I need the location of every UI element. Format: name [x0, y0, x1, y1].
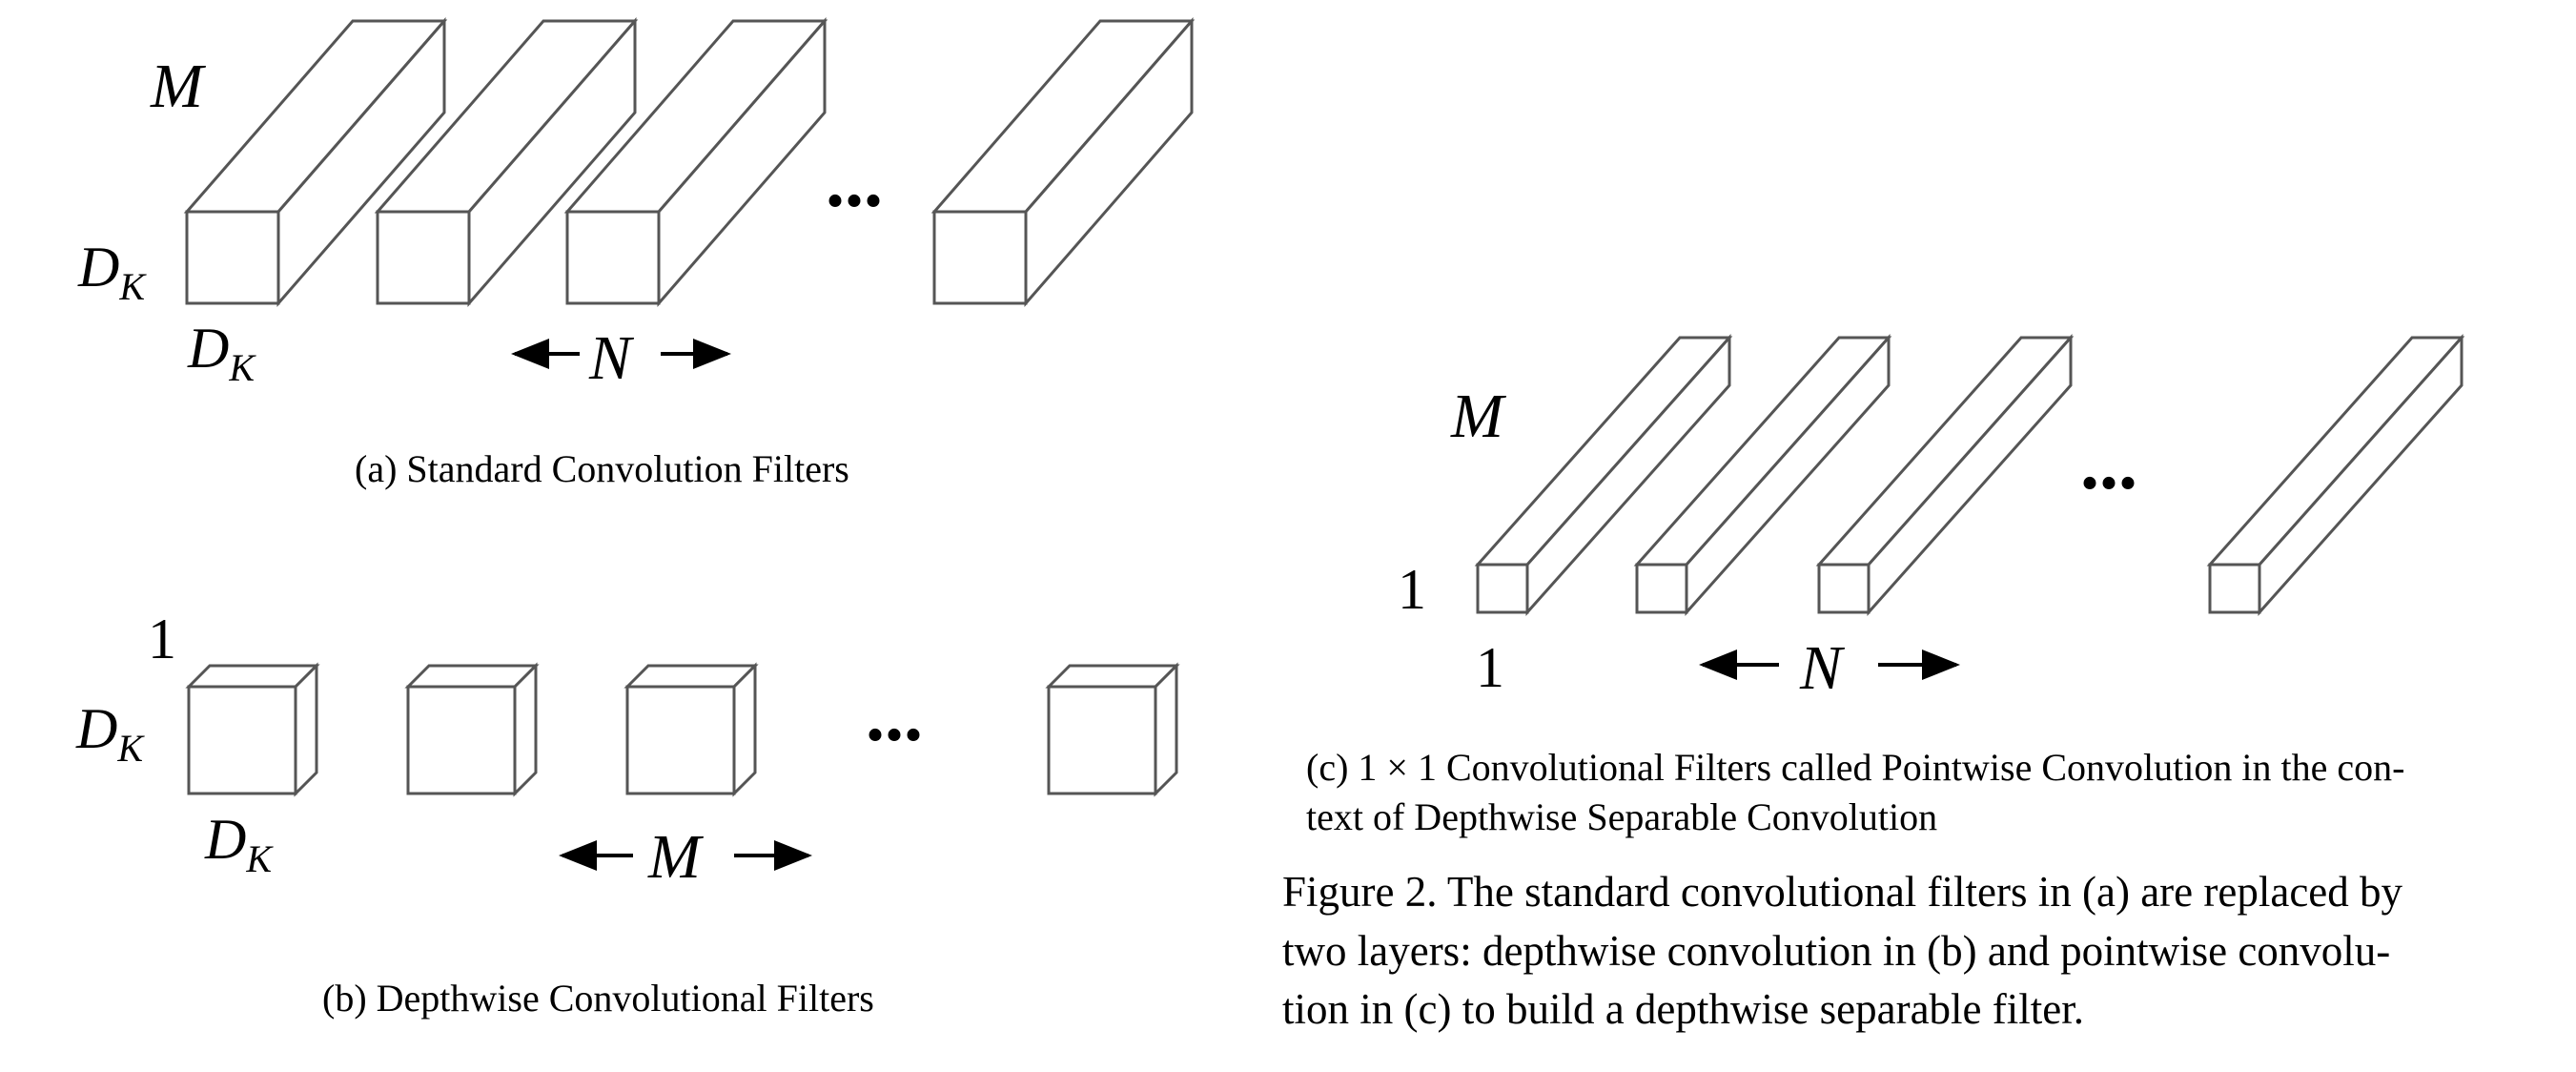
panel-c-caption-line1: (c) 1 × 1 Convolutional Filters called P…: [1306, 746, 2404, 789]
panel-b-side-label: DK: [75, 697, 145, 770]
panel-a-depth-label: M: [150, 52, 207, 121]
panel-c-count-label: N: [1799, 633, 1846, 703]
panel-a-filter-2: [374, 16, 639, 308]
panel-b-count-label: M: [647, 822, 705, 892]
figure-caption-line1: Figure 2. The standard convolutional fil…: [1282, 868, 2403, 916]
panel-b-filter-3: [624, 662, 759, 797]
panel-b-filters: [185, 662, 1180, 797]
panel-a-filter-4: [930, 16, 1196, 308]
figure-caption: Figure 2. The standard convolutional fil…: [1282, 868, 2403, 1033]
panel-c-filters: [1474, 334, 2465, 616]
panel-c-ellipsis: ...: [2080, 422, 2137, 505]
panel-a-filter-1: [183, 16, 448, 308]
panel-c-filter-3: [1815, 334, 2075, 616]
panel-a-caption: (a) Standard Convolution Filters: [355, 447, 849, 490]
panel-a-count-label: N: [588, 323, 635, 393]
panel-c-side-label: 1: [1398, 558, 1426, 621]
panel-b-ellipsis: ...: [866, 673, 923, 757]
panel-a-side-label: DK: [77, 236, 147, 308]
figure-caption-line2: two layers: depthwise convolution in (b)…: [1282, 927, 2390, 975]
panel-b: 1 DK DK M ... (b) Depthwise Convolutiona…: [75, 608, 1180, 1020]
panel-c: M 1 1 N ... (c) 1 × 1 Convolutional Filt…: [1306, 334, 2465, 838]
panel-b-depth-label: 1: [148, 608, 176, 670]
panel-b-caption: (b) Depthwise Convolutional Filters: [322, 977, 874, 1020]
panel-c-depth-label: M: [1450, 381, 1507, 451]
panel-b-filter-4: [1045, 662, 1180, 797]
panel-a-ellipsis: ...: [826, 139, 883, 223]
panel-b-bottom-label: DK: [204, 808, 274, 880]
panel-c-filter-2: [1633, 334, 1892, 616]
panel-c-bottom-label: 1: [1476, 636, 1504, 699]
panel-c-caption-line2: text of Depthwise Separable Convolution: [1306, 795, 1937, 838]
panel-a: M DK DK N ... (a) Standard Convolution F…: [77, 16, 1196, 490]
panel-b-filter-2: [404, 662, 540, 797]
panel-c-filter-1: [1474, 334, 1733, 616]
figure-caption-line3: tion in (c) to build a depthwise separab…: [1282, 985, 2084, 1033]
panel-b-filter-1: [185, 662, 320, 797]
panel-a-bottom-label: DK: [187, 317, 256, 389]
panel-a-filters: [183, 16, 1196, 308]
panel-a-filter-3: [563, 16, 828, 308]
panel-c-filter-4: [2206, 334, 2465, 616]
